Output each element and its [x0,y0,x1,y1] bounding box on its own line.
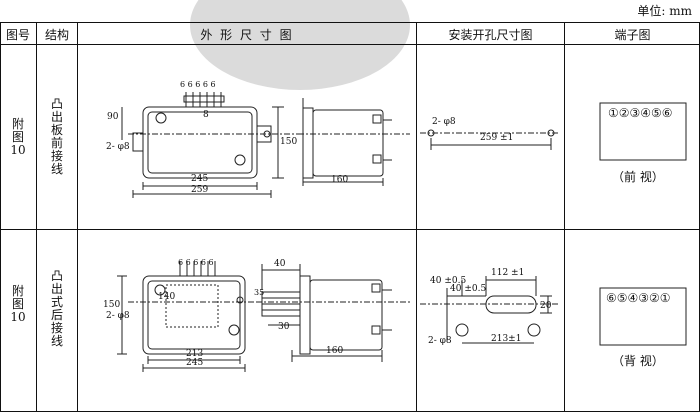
row1-structure-char: 出 [50,110,63,124]
row1-cutout-259: 259 ±1 [480,133,514,143]
row2-dim-30: 30 [278,322,290,332]
row2-dim-213: 213 [186,349,204,359]
unit-label: 单位: mm [637,4,692,18]
row2-structure-char: 出 [50,282,63,296]
row1-dim-245: 245 [191,174,209,184]
cutout-drawing-front [420,129,560,150]
row1-dim-150: 150 [280,137,298,147]
row1-terminal-sequence: ①②③④⑤⑥ [608,106,673,120]
row1-structure-char: 凸 [50,97,63,111]
row1-dim-8: 8 [203,110,209,120]
row1-view-label: （前 视） [612,170,664,184]
row2-dim-245: 245 [186,358,204,368]
row2-fig-no-char: 附 [11,284,24,298]
row2-cutout-20: 20 [540,301,552,311]
row2-structure-char: 凸 [50,269,63,283]
row2-cutout-40v: 40 ±0.5 [430,276,467,286]
row1-structure-char: 前 [50,136,63,150]
row1-cutout-hole: 2- φ8 [432,117,456,127]
header-outline: 外 形 尺 寸 图 [200,28,294,42]
outline-drawing-rear [117,261,410,372]
row2-dim-140: 140 [158,292,176,302]
header-fig-no: 图号 [5,28,30,42]
terminal-box-rear [599,287,687,346]
row1-dim-top-pins: 6 6 6 6 6 [180,80,216,89]
row2-structure: 凸 出 式 后 接 线 [44,270,70,348]
row2-dim-150: 150 [103,300,121,310]
header-structure: 结构 [44,28,69,42]
row2-structure-char: 式 [50,295,63,309]
row2-structure-char: 接 [50,321,63,335]
row2-structure-char: 后 [50,308,63,322]
row2-view-label: （背 视） [612,354,664,368]
row2-cutout-112: 112 ±1 [491,268,525,278]
row1-dim-160: 160 [331,175,349,185]
row2-dim-top-pins: 6 6 6 6 6 [178,258,214,267]
header-terminal: 端子图 [614,28,651,42]
row1-dim-259: 259 [191,185,209,195]
row1-structure-char: 板 [50,123,63,137]
row2-cutout-213: 213±1 [491,334,522,344]
row2-fig-no-char: 图 [11,297,24,311]
row1-fig-no-char: 附 [11,117,24,131]
row1-fig-no-char: 图 [11,130,24,144]
row2-cutout-40h: 40 ±0.5 [450,284,487,294]
outline-drawing-front [121,92,410,198]
cutout-drawing-rear [420,276,560,344]
row1-fig-no-char: 10 [10,143,26,157]
row2-dim-40: 40 [274,259,286,269]
row1-dim-90: 90 [107,112,119,122]
row1-fig-no: 附 图 10 [6,118,30,157]
row2-dim-160: 160 [326,346,344,356]
row2-fig-no-char: 10 [10,310,26,324]
terminal-box-front [599,102,687,161]
header-cutout: 安装开孔尺寸图 [448,28,533,42]
row2-terminal-sequence: ⑥⑤④③②① [606,291,671,305]
row1-structure-char: 接 [50,149,63,163]
row1-structure: 凸 出 板 前 接 线 [44,98,70,176]
row2-cutout-hole: 2- φ8 [428,336,452,346]
row2-dim-hole: 2- φ8 [106,311,130,321]
row1-structure-char: 线 [50,162,63,176]
row1-dim-hole: 2- φ8 [106,142,130,152]
row2-dim-35: 35 [254,288,265,297]
row2-structure-char: 线 [50,334,63,348]
row2-fig-no: 附 图 10 [6,285,30,324]
